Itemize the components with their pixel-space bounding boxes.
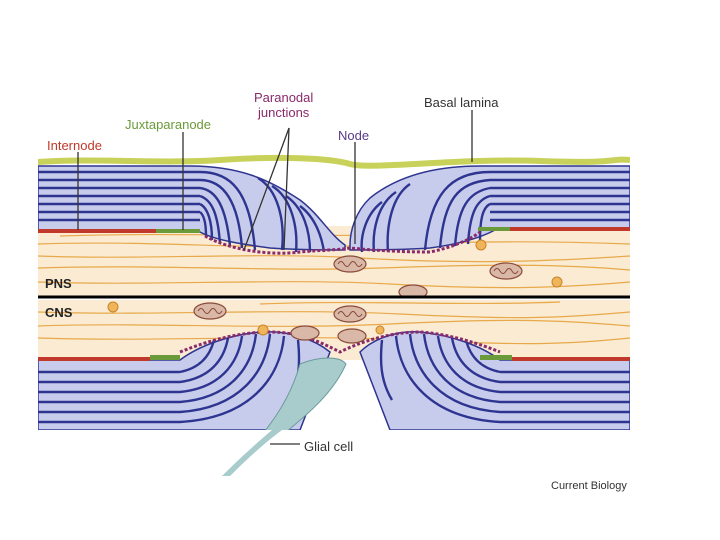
paranodal-junctions-label: Paranodal junctions bbox=[254, 90, 313, 120]
cns-internode-strip-left bbox=[38, 357, 150, 361]
cns-juxtaparanode-strip-left bbox=[150, 355, 180, 360]
node-label: Node bbox=[338, 128, 369, 143]
cns-axon bbox=[38, 300, 630, 360]
pns-juxtaparanode-strip-right bbox=[478, 227, 510, 231]
paranodal-label-line2: junctions bbox=[254, 105, 313, 120]
juxtaparanode-label: Juxtaparanode bbox=[125, 117, 211, 132]
glial-cell-label: Glial cell bbox=[304, 439, 353, 454]
pns-juxtaparanode-strip-left bbox=[156, 229, 200, 233]
cns-label: CNS bbox=[45, 305, 72, 320]
source-credit: Current Biology bbox=[551, 479, 627, 494]
glial-cell-tail bbox=[222, 430, 282, 476]
pns-label: PNS bbox=[45, 276, 72, 291]
paranodal-label-line1: Paranodal bbox=[254, 90, 313, 105]
pns-internode-strip-right bbox=[510, 227, 630, 231]
pns-internode-strip-left bbox=[38, 229, 156, 233]
cns-juxtaparanode-strip-right bbox=[480, 355, 512, 360]
cns-internode-strip-right bbox=[512, 357, 630, 361]
basal-lamina bbox=[38, 158, 630, 166]
internode-label: Internode bbox=[47, 138, 102, 153]
basal-lamina-label: Basal lamina bbox=[424, 95, 498, 110]
pns-panel bbox=[38, 158, 630, 299]
